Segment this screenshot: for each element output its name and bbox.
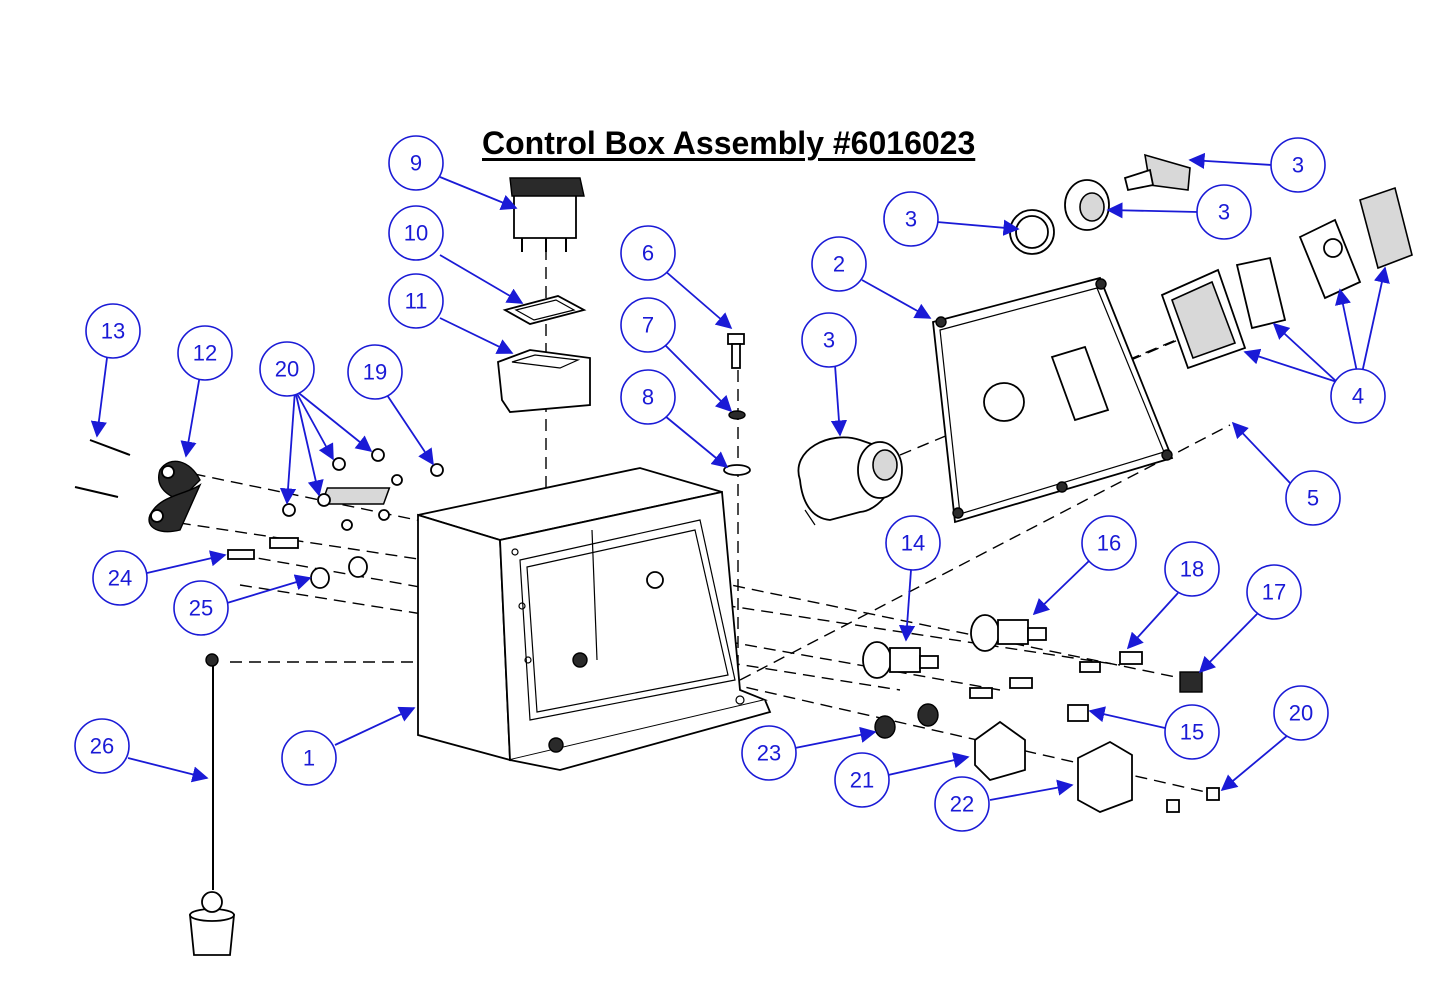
callout-labels: 9 10 11 6 7 8 13 12 20 19 24 25 26 1 3 3… — [90, 151, 1364, 817]
callout-label: 7 — [642, 313, 654, 338]
callout-label: 14 — [901, 531, 925, 556]
side-components — [862, 614, 1203, 722]
callout-label: 3 — [823, 328, 835, 353]
callout-label: 23 — [757, 741, 781, 766]
callout-label: 3 — [1218, 200, 1230, 225]
callout-label: 21 — [850, 768, 874, 793]
cover-plate — [932, 276, 1174, 524]
callout-label: 6 — [642, 241, 654, 266]
callout-label: 9 — [410, 151, 422, 176]
control-box-housing — [320, 467, 772, 771]
leader-lines — [90, 152, 1390, 801]
callout-label: 15 — [1180, 720, 1204, 745]
small-hardware — [227, 448, 444, 589]
callout-label: 3 — [905, 207, 917, 232]
callout-label: 24 — [108, 566, 132, 591]
top-rocker-switch — [497, 177, 591, 413]
diagram-title: Control Box Assembly #6016023 — [482, 125, 976, 161]
lower-components — [874, 703, 1220, 813]
ignition-switch — [797, 153, 1191, 526]
callout-label: 8 — [642, 385, 654, 410]
callout-label: 19 — [363, 360, 387, 385]
callout-label: 11 — [405, 289, 428, 314]
callout-label: 16 — [1097, 531, 1121, 556]
callout-label: 2 — [833, 252, 845, 277]
callout-label: 26 — [90, 734, 114, 759]
callout-label: 13 — [101, 319, 125, 344]
rocker-switch-group — [1160, 186, 1413, 370]
callout-label: 25 — [189, 596, 213, 621]
callout-label: 3 — [1292, 153, 1304, 178]
side-knobs — [74, 439, 202, 533]
callout-circles — [74, 135, 1386, 832]
chain-and-plug — [189, 653, 235, 956]
callout-label: 20 — [1289, 701, 1313, 726]
callout-label: 18 — [1180, 557, 1204, 582]
callout-label: 17 — [1262, 580, 1286, 605]
callout-label: 22 — [950, 792, 974, 817]
callout-label: 5 — [1307, 486, 1319, 511]
callout-label: 4 — [1352, 384, 1364, 409]
callout-label: 20 — [275, 357, 299, 382]
callout-label: 1 — [303, 746, 315, 771]
vertical-hardware — [723, 333, 751, 476]
callout-label: 10 — [404, 221, 428, 246]
callout-label: 12 — [193, 341, 217, 366]
